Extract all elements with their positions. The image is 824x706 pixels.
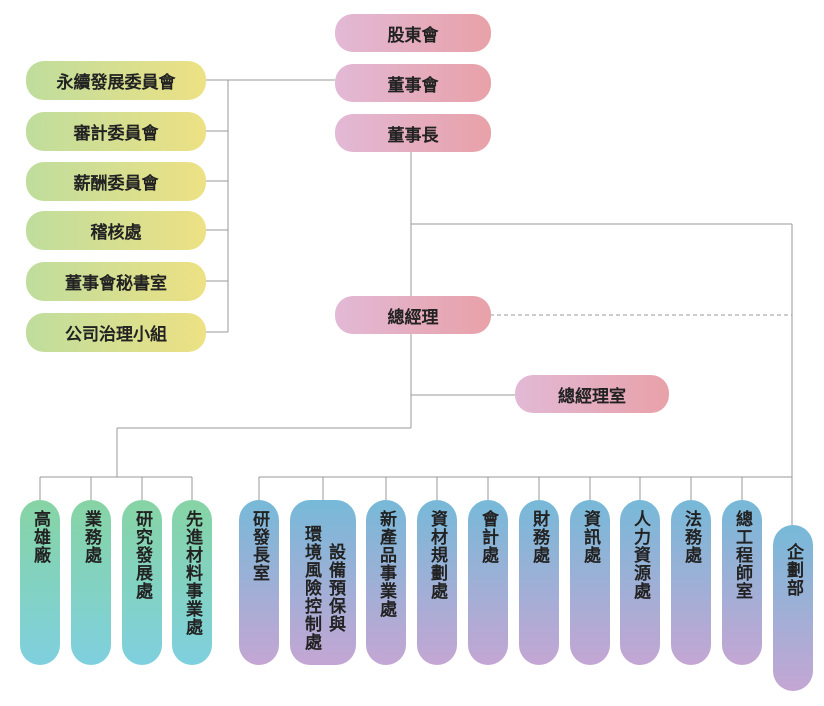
plant-label: 研究發展處 bbox=[132, 510, 152, 600]
plant-label: 高雄廠 bbox=[30, 510, 50, 564]
department-label: 財務處 bbox=[529, 510, 549, 564]
department-node: 法務處 bbox=[671, 500, 711, 665]
department-node: 資材規劃處 bbox=[417, 500, 457, 665]
plant-node: 高雄廠 bbox=[20, 500, 60, 665]
committee-label: 公司治理小組 bbox=[65, 325, 167, 345]
committee-node: 審計委員會 bbox=[26, 112, 206, 151]
shareholders-label: 股東會 bbox=[387, 25, 439, 46]
planning-label: 企劃部 bbox=[783, 543, 803, 597]
committee-node: 永續發展委員會 bbox=[26, 61, 206, 100]
department-label: 研發長室 bbox=[249, 510, 269, 582]
department-label: 環境風險控制處 bbox=[301, 524, 321, 651]
president-office-label: 總經理室 bbox=[558, 386, 626, 407]
chairman-node: 董事長 bbox=[335, 114, 491, 152]
board-node: 董事會 bbox=[335, 64, 491, 102]
committee-node: 董事會秘書室 bbox=[26, 262, 206, 301]
department-node: 總工程師室 bbox=[722, 500, 762, 665]
committee-node: 薪酬委員會 bbox=[26, 162, 206, 201]
department-node: 研發長室 bbox=[239, 500, 279, 665]
plant-label: 先進材料事業處 bbox=[182, 510, 202, 636]
plant-node: 業務處 bbox=[71, 500, 111, 665]
department-label: 設備預保與 bbox=[325, 542, 345, 633]
president-label: 總經理 bbox=[387, 307, 439, 328]
department-node: 財務處 bbox=[519, 500, 559, 665]
board-label: 董事會 bbox=[387, 75, 439, 96]
committee-label: 審計委員會 bbox=[73, 124, 159, 144]
committee-node: 公司治理小組 bbox=[26, 313, 206, 352]
department-node: 資訊處 bbox=[570, 500, 610, 665]
department-node: 人力資源處 bbox=[620, 500, 660, 665]
committee-label: 永續發展委員會 bbox=[56, 73, 176, 93]
committee-label: 稽核處 bbox=[90, 223, 142, 243]
department-node: 設備預保與 環境風險控制處 bbox=[290, 500, 356, 665]
department-label: 資材規劃處 bbox=[427, 510, 447, 600]
department-label: 資訊處 bbox=[580, 510, 600, 564]
plant-node: 研究發展處 bbox=[122, 500, 162, 665]
committee-label: 董事會秘書室 bbox=[65, 274, 167, 294]
department-label: 法務處 bbox=[681, 510, 701, 564]
committee-label: 薪酬委員會 bbox=[73, 174, 159, 194]
department-label: 新產品事業處 bbox=[376, 510, 396, 618]
department-node: 會計處 bbox=[468, 500, 508, 665]
plant-node: 先進材料事業處 bbox=[172, 500, 212, 665]
department-label: 會計處 bbox=[478, 510, 498, 564]
committee-node: 稽核處 bbox=[26, 211, 206, 250]
department-label: 總工程師室 bbox=[732, 510, 752, 600]
planning-node: 企劃部 bbox=[773, 525, 813, 691]
plant-label: 業務處 bbox=[81, 510, 101, 564]
shareholders-node: 股東會 bbox=[335, 14, 491, 52]
department-label: 人力資源處 bbox=[630, 510, 650, 600]
president-office-node: 總經理室 bbox=[515, 375, 669, 413]
president-node: 總經理 bbox=[335, 296, 491, 334]
chairman-label: 董事長 bbox=[387, 125, 439, 146]
department-node: 新產品事業處 bbox=[366, 500, 406, 665]
